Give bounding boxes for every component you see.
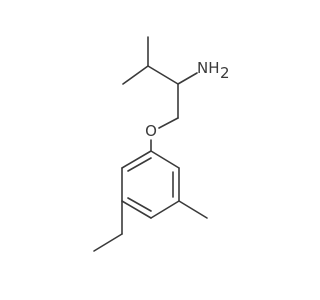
ring-bond-c6-c1	[121, 150, 152, 169]
bond-ring-to-methyl	[178, 200, 208, 219]
amine-subscript-2: 2	[220, 64, 230, 82]
bond-methyl-left-to-ch	[122, 65, 149, 85]
ring-bond-c1-c2	[150, 150, 180, 169]
oxygen-atom-label: O	[145, 122, 157, 140]
amine-group-label: NH 2	[197, 59, 230, 82]
ring-double-bond-inner-bottom	[127, 197, 152, 212]
bond-ch-to-calpha	[147, 65, 179, 85]
bond-ethyl-ch2-to-ch3	[93, 233, 123, 252]
ring-bond-c4-c5	[121, 200, 152, 219]
bond-calpha-to-nitrogen	[177, 72, 198, 85]
bond-ch2-to-oxygen	[158, 117, 179, 129]
oxygen-label-background	[144, 123, 158, 139]
ring-bond-c3-c4	[150, 200, 180, 219]
amine-nh-text: NH	[197, 59, 220, 77]
molecule-structure-diagram: NH 2 O	[93, 36, 230, 252]
ring-double-bond-inner-top	[127, 157, 152, 172]
